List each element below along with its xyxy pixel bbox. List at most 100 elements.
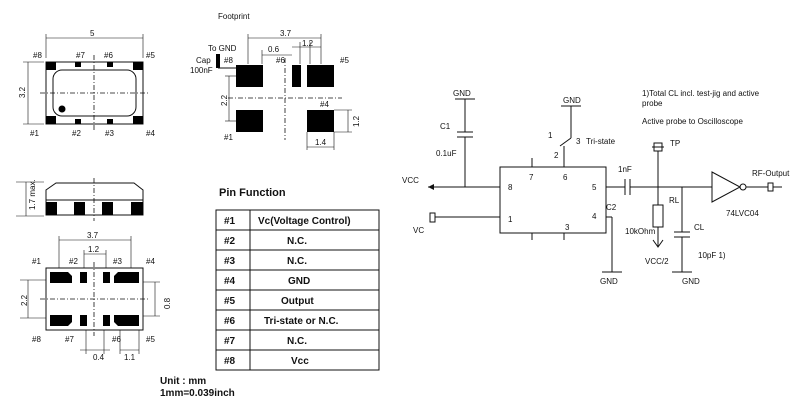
fp-pad-1	[236, 110, 263, 132]
pin4-label: 4	[592, 212, 597, 221]
c2-value: 1nF	[618, 165, 632, 174]
fp-cap: Cap	[196, 56, 211, 65]
tri-state-label: Tri-state	[586, 137, 616, 146]
function-cell: Output	[281, 296, 314, 307]
sw-label-1: 1	[548, 131, 553, 140]
bottom-label-3: #3	[113, 257, 122, 266]
bottom-view: 3.7 1.2 2.2 0.8 #1 #2 #3 #4 #8 #7 #6 #5	[20, 231, 172, 362]
note-total-cl-cont: probe	[642, 99, 663, 108]
pin-cell: #8	[224, 356, 236, 367]
pin-cell: #1	[224, 216, 236, 227]
dim-pad-span: 3.7	[87, 231, 99, 240]
pin-label-7: #7	[76, 51, 85, 60]
side-profile	[45, 182, 144, 216]
bottom-label-7: #7	[65, 335, 74, 344]
dim-bottom-height: 2.2	[20, 294, 29, 306]
function-cell: N.C.	[287, 256, 307, 267]
pin4-gnd-label: GND	[600, 277, 618, 286]
test-schematic: GND C1 0.1uF VCC VC 7 6 8 5 1 4 3 GND	[402, 89, 790, 286]
fp-pad-5	[307, 65, 334, 87]
tri-gnd-label: GND	[563, 96, 581, 105]
vcc-label: VCC	[402, 176, 419, 185]
fp-label-4: #4	[320, 100, 329, 109]
pin7-label: 7	[529, 173, 534, 182]
pin-cell: #5	[224, 296, 236, 307]
function-cell: Vcc	[291, 356, 309, 367]
function-cell: N.C.	[287, 336, 307, 347]
fp-label-5: #5	[340, 56, 349, 65]
tp-label: TP	[670, 139, 680, 148]
bottom-label-4: #4	[146, 257, 155, 266]
rl-resistor	[652, 204, 664, 228]
pin-label-2: #2	[72, 129, 81, 138]
dim-pad-width: 1.1	[124, 353, 136, 362]
pin1-dot	[58, 105, 66, 113]
function-cell: GND	[288, 276, 310, 287]
fp-dim-span: 3.7	[280, 29, 292, 38]
fp-label-1: #1	[224, 133, 233, 142]
pin-cell: #4	[224, 276, 236, 287]
pin-label-3: #3	[105, 129, 114, 138]
pin-label-6: #6	[104, 51, 113, 60]
dim-gap: 0.4	[93, 353, 105, 362]
vc-label: VC	[413, 226, 424, 235]
side-view: 1.7 max.	[16, 178, 144, 221]
footprint-title: Footprint	[218, 12, 250, 21]
bottom-label-6: #6	[112, 335, 121, 344]
pin-cell: #7	[224, 336, 236, 347]
rf-output-label: RF-Output	[752, 169, 790, 178]
bottom-label-2: #2	[69, 257, 78, 266]
ic-label: 74LVC04	[726, 209, 759, 218]
function-cell: Tri-state or N.C.	[264, 316, 339, 327]
pin3-label: 3	[565, 223, 570, 232]
function-cell: N.C.	[287, 236, 307, 247]
pin-label-5: #5	[146, 51, 155, 60]
pin-label-4: #4	[146, 129, 155, 138]
fp-to-gnd: To GND	[208, 44, 237, 53]
fp-dim-12: 1.2	[302, 39, 314, 48]
dim-pad-height: 0.8	[163, 297, 172, 309]
unit-note: Unit : mm	[160, 376, 206, 387]
fp-dim-06: 0.6	[268, 45, 280, 54]
dim-inner: 1.2	[88, 245, 100, 254]
dim-height: 1.7 max.	[28, 179, 37, 210]
sw-label-2: 2	[554, 151, 559, 160]
fp-pad-6	[292, 65, 301, 87]
c1-value: 0.1uF	[436, 149, 457, 158]
unit-conversion: 1mm=0.039inch	[160, 388, 235, 399]
pin-function-table: Pin Function #1 Vc(Voltage Control) #2 N…	[160, 187, 380, 399]
inverter-buffer	[711, 171, 742, 203]
pin-label-1: #1	[30, 129, 39, 138]
bottom-label-1: #1	[32, 257, 41, 266]
pin-cell: #2	[224, 236, 236, 247]
rl-label: RL	[669, 196, 680, 205]
pin-function-title: Pin Function	[219, 187, 286, 199]
fp-pad-8	[236, 65, 263, 87]
cl-gnd-label: GND	[682, 277, 700, 286]
pin1-label: 1	[508, 215, 513, 224]
fp-dim-22: 2.2	[220, 94, 229, 106]
bottom-label-5: #5	[146, 335, 155, 344]
cl-value: 10pF 1)	[698, 251, 726, 260]
fp-label-6: #6	[276, 56, 285, 65]
pin5-label: 5	[592, 183, 597, 192]
pin-cell: #6	[224, 316, 236, 327]
fp-cap-value: 100nF	[190, 66, 213, 75]
sw-label-3: 3	[576, 137, 581, 146]
bottom-label-8: #8	[32, 335, 41, 344]
function-cell: Vc(Voltage Control)	[258, 216, 351, 227]
oscillator-ic	[499, 166, 607, 234]
top-view: 5 3.2 #8 #7 #6 #5 #1 #2 #3 #4	[18, 29, 155, 138]
fp-dim-12-right: 1.2	[352, 115, 361, 127]
dim-length: 5	[90, 29, 95, 38]
fp-pad-4	[307, 110, 334, 132]
pin6-label: 6	[563, 173, 568, 182]
fp-label-8: #8	[224, 56, 233, 65]
cl-label: CL	[694, 223, 705, 232]
pin8-label: 8	[508, 183, 513, 192]
c2-label: C2	[606, 203, 617, 212]
fp-dim-14: 1.4	[315, 138, 327, 147]
pin-label-8: #8	[33, 51, 42, 60]
pin-cell: #3	[224, 256, 236, 267]
note-active-probe: Active probe to Oscilloscope	[642, 117, 743, 126]
